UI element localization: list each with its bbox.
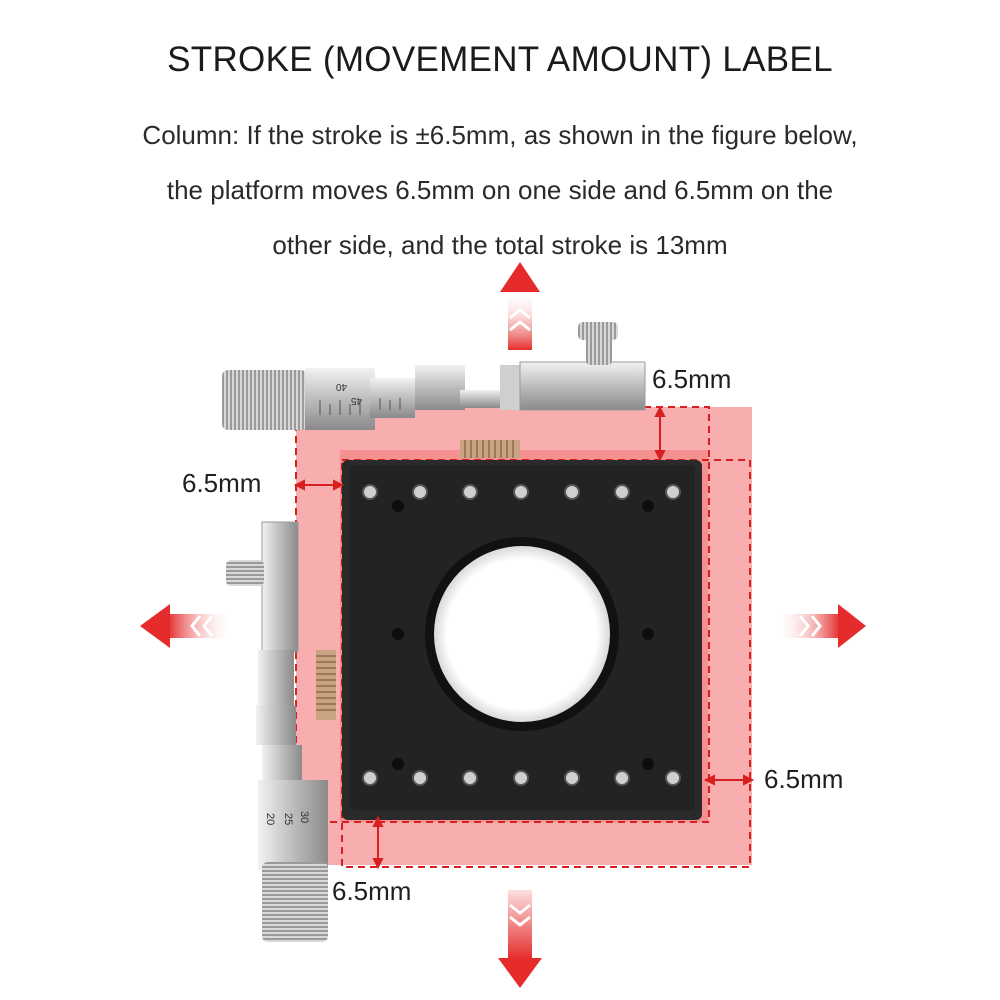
micrometer-top-scale-40: 40 (335, 381, 347, 392)
page-title: STROKE (MOVEMENT AMOUNT) LABEL (167, 40, 833, 79)
dimension-label-top: 6.5mm (652, 364, 732, 394)
description-line-3: other side, and the total stroke is 13mm (272, 230, 728, 260)
micrometer-left-scale-20: 20 (264, 813, 276, 825)
description-line-1: Column: If the stroke is ±6.5mm, as show… (142, 120, 858, 150)
micrometer-left: 30 25 20 (226, 521, 336, 942)
micrometer-top: 40 45 (222, 322, 646, 458)
dimension-label-left: 6.5mm (182, 468, 262, 498)
micrometer-left-scale-30: 30 (298, 811, 310, 823)
dimension-markers (293, 405, 755, 870)
screw-row-bottom (362, 770, 681, 786)
arrow-down (498, 890, 542, 988)
arrow-up (500, 262, 540, 350)
description: Column: If the stroke is ±6.5mm, as show… (60, 108, 940, 273)
arrow-left (140, 604, 233, 648)
micrometer-left-scale-25: 25 (282, 813, 294, 825)
screw-row-top (362, 484, 681, 500)
description-line-2: the platform moves 6.5mm on one side and… (166, 175, 834, 205)
micrometer-top-scale-45: 45 (350, 395, 362, 406)
arrow-right (775, 604, 866, 648)
dimension-label-right: 6.5mm (764, 764, 844, 794)
dimension-label-bottom: 6.5mm (332, 876, 412, 906)
stage-platform (342, 460, 702, 820)
